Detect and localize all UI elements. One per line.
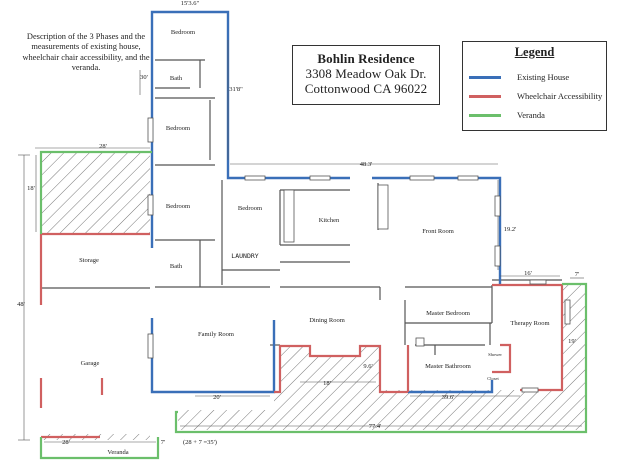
title-line-2: 3308 Meadow Oak Dr. <box>305 66 427 81</box>
room-bedroom-2: Bedroom <box>166 125 190 132</box>
room-storage: Storage <box>79 257 99 264</box>
interior-walls <box>40 59 562 355</box>
dim-eighteen-left: 18' <box>27 185 35 192</box>
dim-thirty: 30' <box>140 74 148 81</box>
room-bedroom-top: Bedroom <box>171 29 195 36</box>
dim-twenty: 20' <box>213 394 221 401</box>
dimension-lines <box>18 40 584 443</box>
room-kitchen: Kitchen <box>319 217 340 224</box>
room-therapy-room: Therapy Room <box>510 320 549 327</box>
dim-top-width: 15'3.6" <box>181 0 200 7</box>
dim-forty-eight-three: 48.3' <box>360 161 373 168</box>
room-shower: Shower <box>488 352 502 357</box>
dim-twenty-eight-top: 28' <box>99 143 107 150</box>
legend-title: Legend <box>514 45 555 59</box>
dim-nine-six: 9.6' <box>363 363 372 370</box>
legend-swatch-existing <box>469 76 501 79</box>
dim-sixteen: 16' <box>524 270 532 277</box>
dim-seventy-seven-four: 77.4' <box>369 423 382 430</box>
dim-eighteen-mid: 18' <box>323 380 331 387</box>
room-veranda: Veranda <box>107 449 128 456</box>
room-master-bedroom: Master Bedroom <box>426 310 470 317</box>
title-box: Bohlin Residence 3308 Meadow Oak Dr. Cot… <box>292 45 440 105</box>
room-closet: Closet <box>487 376 499 381</box>
room-laundry: LAUNDRY <box>231 252 258 260</box>
dim-nineteen-right: 19' <box>568 338 576 345</box>
room-garage: Garage <box>81 360 100 367</box>
room-bath-top: Bath <box>170 75 183 82</box>
dim-seven-right: 7' <box>575 271 579 278</box>
veranda-hatch-areas <box>41 152 585 440</box>
room-bath-2: Bath <box>170 263 183 270</box>
room-master-bathroom: Master Bathroom <box>425 363 471 370</box>
dim-nineteen-two: 19.2' <box>504 226 517 233</box>
dim-forty-eight-left: 48' <box>17 301 25 308</box>
room-family-room: Family Room <box>198 331 234 338</box>
dim-twenty-eight-bottom: 28' <box>62 439 70 446</box>
legend-swatch-wheelchair <box>469 95 501 98</box>
dimension-labels: 15'3.6" 30' 31'8" 28' 18' 48.3' 19.2' 16… <box>17 0 579 446</box>
legend-label-wheelchair: Wheelchair Accessibility <box>517 91 603 101</box>
title-line-1: Bohlin Residence <box>317 51 415 66</box>
room-bedroom-4: Bedroom <box>238 205 262 212</box>
legend-label-veranda: Veranda <box>517 110 545 120</box>
legend-swatch-veranda <box>469 114 501 117</box>
dim-thirty-one: 31'8" <box>229 86 243 93</box>
room-dining-room: Dining Room <box>309 317 345 324</box>
dim-seven-bottom: 7' <box>161 439 165 446</box>
window-fixtures <box>147 117 571 393</box>
room-labels: Bedroom Bath Bedroom Bedroom Bedroom Kit… <box>79 29 550 456</box>
legend-box: Legend Existing House Wheelchair Accessi… <box>462 41 607 131</box>
title-line-3: Cottonwood CA 96022 <box>304 81 428 96</box>
veranda-walls <box>39 150 588 460</box>
legend-label-existing: Existing House <box>517 72 570 82</box>
description-text: Description of the 3 Phases and the meas… <box>22 32 150 73</box>
dim-thirty-nine-six: 39.6' <box>442 394 455 401</box>
room-front-room: Front Room <box>422 228 454 235</box>
room-bedroom-3: Bedroom <box>166 203 190 210</box>
dim-sum-note: (28 + 7 =35') <box>183 439 217 446</box>
